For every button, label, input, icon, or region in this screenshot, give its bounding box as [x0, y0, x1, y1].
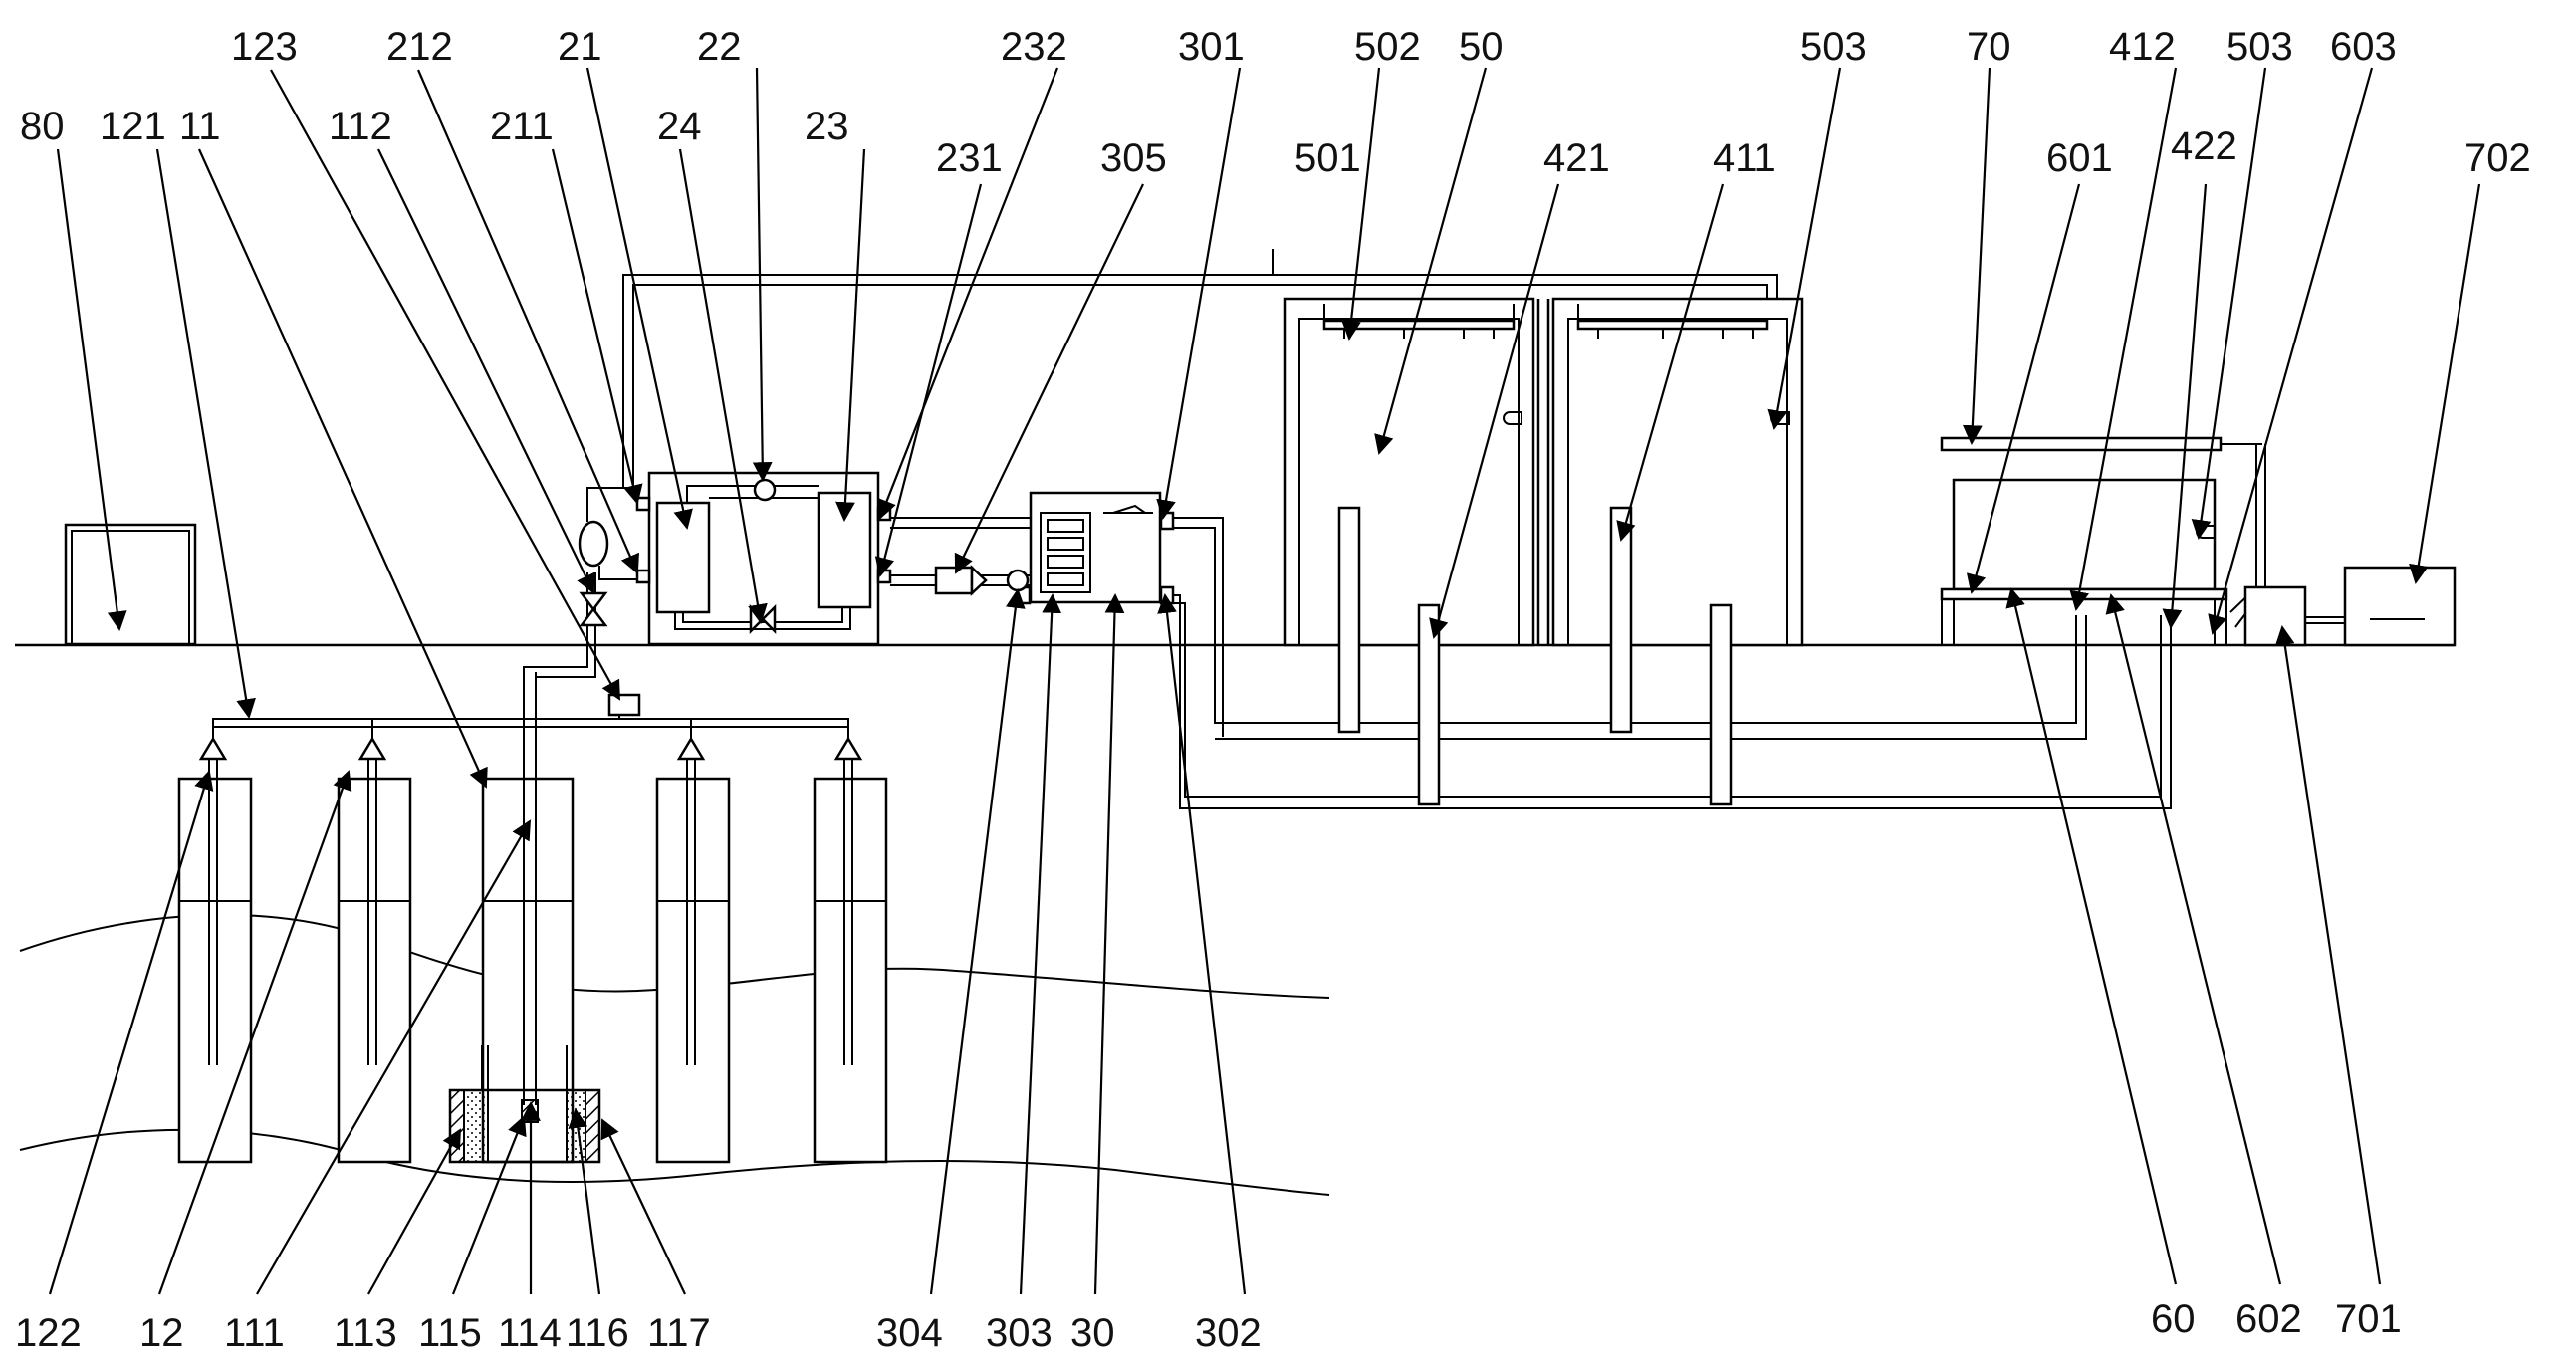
collector-702	[2305, 566, 2457, 647]
label-121: 121	[100, 105, 166, 148]
label-601: 601	[2046, 136, 2113, 180]
label-115: 115	[418, 1311, 482, 1355]
label-503-top: 503	[1800, 25, 1867, 69]
label-11: 11	[179, 105, 221, 148]
label-502: 502	[1354, 25, 1421, 69]
label-702: 702	[2464, 136, 2531, 180]
tank-70	[1940, 436, 2266, 645]
label-70: 70	[1967, 25, 2011, 69]
label-12: 12	[139, 1311, 184, 1355]
label-23: 23	[805, 105, 849, 148]
label-421: 421	[1543, 136, 1610, 180]
tank-701	[2243, 585, 2307, 647]
label-80: 80	[20, 105, 65, 148]
pump-pipe-111	[481, 572, 596, 1105]
return-pipes	[1173, 517, 2172, 809]
label-232: 232	[1001, 25, 1067, 69]
label-501: 501	[1294, 136, 1361, 180]
supply-valves	[578, 487, 638, 627]
label-50: 50	[1459, 25, 1504, 69]
well-array	[177, 736, 888, 1164]
label-122: 122	[15, 1311, 82, 1355]
label-411: 411	[1713, 136, 1776, 180]
label-30: 30	[1070, 1311, 1115, 1355]
label-603: 603	[2330, 25, 2397, 69]
label-22: 22	[697, 25, 742, 69]
label-123: 123	[231, 25, 298, 69]
storage-house-80	[64, 523, 197, 646]
reference-labels: 80 121 11 123 112 212 211 21 24 22 23 23…	[15, 25, 2531, 1355]
label-305: 305	[1100, 136, 1167, 180]
label-211: 211	[490, 105, 554, 148]
label-117: 117	[647, 1311, 711, 1355]
label-113: 113	[334, 1311, 397, 1355]
label-701: 701	[2335, 1297, 2402, 1341]
exchanger-30	[890, 491, 1175, 605]
label-412: 412	[2109, 25, 2176, 69]
room-50	[1283, 297, 1804, 806]
label-422: 422	[2171, 124, 2237, 168]
label-602: 602	[2235, 1297, 2302, 1341]
label-21: 21	[558, 25, 602, 69]
label-503-right: 503	[2226, 25, 2293, 69]
label-112: 112	[329, 105, 392, 148]
label-116: 116	[566, 1311, 629, 1355]
label-212: 212	[386, 25, 453, 69]
label-60: 60	[2151, 1297, 2196, 1341]
label-231: 231	[936, 136, 1003, 180]
pump-assembly	[448, 1088, 601, 1164]
heat-pump-unit	[635, 471, 892, 646]
manifold-pipe-121	[212, 693, 849, 739]
label-301: 301	[1178, 25, 1245, 69]
label-304: 304	[876, 1311, 943, 1355]
label-302: 302	[1195, 1311, 1262, 1355]
label-303: 303	[986, 1311, 1053, 1355]
label-111: 111	[224, 1311, 285, 1355]
label-24: 24	[657, 105, 702, 148]
label-114: 114	[498, 1311, 562, 1355]
leader-lines	[48, 67, 2481, 1295]
